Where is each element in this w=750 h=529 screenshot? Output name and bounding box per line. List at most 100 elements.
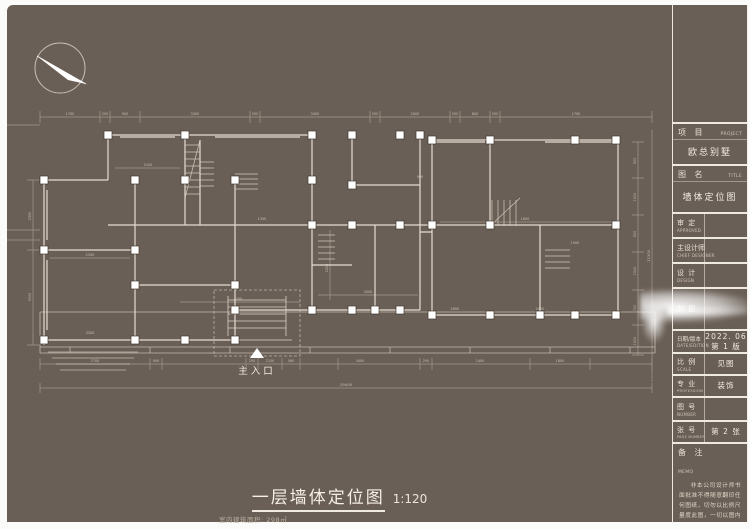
dim-label: 560 bbox=[288, 359, 294, 363]
dimension-labels: 1700 250 900 3300 250 3400 250 2000 250 … bbox=[28, 112, 651, 387]
dim-label: 1500 bbox=[633, 267, 637, 276]
profession-value: 装饰 bbox=[717, 381, 735, 391]
columns bbox=[39, 130, 621, 345]
dim-label: 1500 bbox=[633, 337, 637, 346]
dim-label: 2400 bbox=[536, 307, 545, 311]
page-value: 第 2 张 bbox=[711, 427, 741, 437]
dim-label: 1800 bbox=[521, 217, 530, 221]
entrance-arrow-icon bbox=[250, 348, 264, 358]
drawing-title: 一层墙体定位图 bbox=[251, 483, 385, 512]
edition-value: 第 1 版 bbox=[711, 341, 741, 351]
dim-label: 3400 bbox=[356, 359, 365, 363]
project-value: 欧总别墅 bbox=[687, 147, 732, 158]
approved-label-cn: 审 定 bbox=[677, 219, 697, 227]
design-label-en: DESIGN bbox=[677, 278, 695, 283]
terrace-lines bbox=[39, 311, 656, 371]
dim-label: 1800 bbox=[556, 359, 565, 363]
dim-label: 250 bbox=[372, 112, 378, 116]
scale-label-en: SCALE bbox=[677, 366, 692, 372]
cell-chief-designer: 主设计师 CHIEF DESIGNER bbox=[673, 237, 747, 262]
area-note: 室内建筑面积: 298㎡ bbox=[219, 516, 288, 524]
dim-label: 900 bbox=[417, 175, 423, 179]
number-label-cn: 图 号 bbox=[677, 402, 697, 411]
dim-label: 900 bbox=[633, 158, 637, 164]
design-value bbox=[705, 264, 747, 287]
floor-plan-canvas: 主入口 bbox=[7, 42, 656, 393]
dim-label: 900 bbox=[153, 359, 159, 363]
number-label-en: NUMBER bbox=[677, 411, 697, 417]
dim-label: 1500 bbox=[633, 193, 637, 202]
dim-label: 250 bbox=[252, 112, 258, 116]
cell-scale: 比 例 SCALE 见图 bbox=[673, 352, 747, 374]
dim-label: 4200 bbox=[234, 297, 243, 301]
approved-label-en: APPROVED bbox=[677, 228, 702, 233]
dim-label: 11300 bbox=[646, 249, 651, 262]
drawing-label-en: TITLE bbox=[728, 174, 742, 179]
dim-label: 1700 bbox=[66, 112, 75, 116]
drawing-name-value: 墙体定位图 bbox=[682, 192, 738, 203]
dim-label: 2600 bbox=[451, 307, 460, 311]
cell-approved: 审 定 APPROVED bbox=[673, 212, 747, 237]
cell-design: 设 计 DESIGN bbox=[673, 262, 747, 287]
dim-label: 250 bbox=[452, 112, 458, 116]
page-label-en: PAGE NUMBER bbox=[677, 435, 706, 439]
draft-value bbox=[705, 289, 747, 329]
design-label-cn: 设 计 bbox=[677, 269, 697, 277]
dim-label: 3000 bbox=[364, 290, 373, 294]
north-arrow-icon bbox=[34, 42, 87, 94]
dim-label: 2350 bbox=[28, 212, 32, 221]
number-value bbox=[705, 398, 747, 420]
cell-memo: 备 注 MEMO 非本公司设计师书面批准不得随意翻印任何图纸，切勿以比例尺量度此… bbox=[673, 442, 747, 521]
chief-label-en: CHIEF DESIGNER bbox=[677, 253, 716, 258]
memo-label-en: MEMO bbox=[678, 470, 694, 475]
memo-label-cn: 备 注 bbox=[678, 448, 706, 457]
drawing-title-bar: 一层墙体定位图 1:120 室内建筑面积: 298㎡ bbox=[7, 483, 672, 524]
dim-label: 2400 bbox=[476, 359, 485, 363]
memo-text: 非本公司设计师书面批准不得随意翻印任何图纸，切勿以比例尺量度此图，一切以图内数字… bbox=[679, 483, 741, 520]
dim-label: 900 bbox=[633, 231, 637, 237]
date-label-en: DATE/EDITION bbox=[677, 343, 709, 348]
chief-label-cn: 主设计师 bbox=[677, 244, 705, 252]
stairs bbox=[184, 139, 570, 269]
drawing-label-cn: 图 名 bbox=[678, 170, 706, 179]
dim-label: 2700 bbox=[91, 359, 100, 363]
dim-label: 2250 bbox=[325, 264, 329, 273]
dim-label: 1500 bbox=[571, 241, 580, 245]
draft-label-cn: 制 图 bbox=[677, 305, 697, 313]
cell-draft: 制 图 bbox=[673, 287, 747, 329]
dim-label: 2100 bbox=[144, 163, 153, 167]
dim-label: 700 bbox=[633, 305, 637, 311]
dim-label: 900 bbox=[122, 112, 128, 116]
wall-lines bbox=[43, 134, 619, 345]
dim-label: 250 bbox=[249, 359, 255, 363]
date-label-cn: 日期/版本 bbox=[677, 337, 701, 343]
dim-label: 1700 bbox=[572, 112, 581, 116]
cell-number: 图 号 NUMBER bbox=[673, 396, 747, 420]
dim-label: 3000 bbox=[28, 293, 32, 302]
project-label-en: PROJECT bbox=[720, 132, 742, 137]
dim-label: 250 bbox=[423, 359, 429, 363]
dim-label: 3300 bbox=[86, 331, 95, 335]
dim-label: 1350 bbox=[258, 217, 267, 221]
dim-label: 2350 bbox=[86, 253, 95, 257]
scale-value: 见图 bbox=[717, 359, 735, 369]
dim-label: 800 bbox=[472, 112, 478, 116]
drawing-sheet: 主入口 bbox=[7, 5, 748, 524]
dim-label: 250 bbox=[102, 112, 108, 116]
title-block: 项 目 PROJECT 欧总别墅 图 名 TITLE 墙体定位图 审 定 A bbox=[672, 5, 748, 522]
scale-label-cn: 比 例 bbox=[677, 357, 697, 366]
dimension-lines bbox=[7, 111, 653, 393]
dim-label: 250 bbox=[492, 112, 498, 116]
dim-label: 2000 bbox=[411, 112, 420, 116]
chief-value bbox=[705, 239, 747, 262]
approved-value bbox=[705, 214, 747, 237]
profession-label-en: PROFESSION bbox=[677, 389, 703, 393]
cell-date-edition: 日期/版本 DATE/EDITION 2022. 06 第 1 版 bbox=[673, 329, 747, 352]
cell-profession: 专 业 PROFESSION 装饰 bbox=[673, 374, 747, 396]
cell-title: 图 名 TITLE 墙体定位图 bbox=[673, 164, 747, 212]
drawing-scale: 1:120 bbox=[392, 492, 428, 506]
cell-project: 项 目 PROJECT 欧总别墅 bbox=[673, 122, 747, 164]
cell-page-number: 张 号 PAGE NUMBER 第 2 张 bbox=[673, 420, 747, 442]
date-value: 2022. 06 bbox=[705, 331, 747, 341]
